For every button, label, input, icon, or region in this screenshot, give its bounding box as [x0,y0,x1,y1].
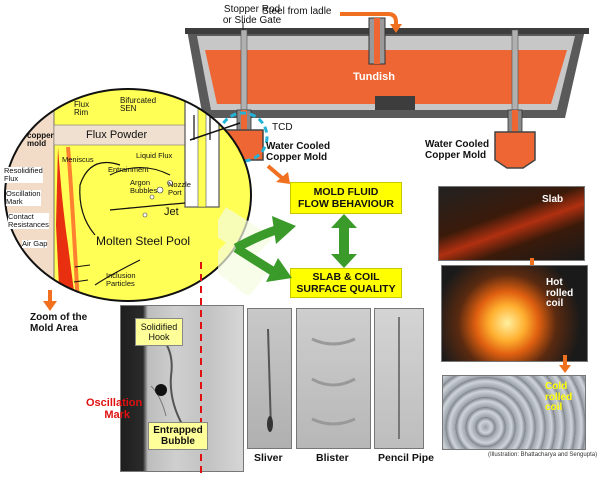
zoom-callout-line [189,122,241,141]
cold-rolled-coil-photo: Cold rolled coil [442,375,586,450]
contact-resistances-label: Contact Resistances [8,212,49,229]
double-arrow [331,214,357,268]
mold-flow-box: MOLD FLUID FLOW BEHAVIOUR [290,182,402,214]
tundish-diagram [185,17,589,169]
inclusion-particles-label: Inclusion Particles [106,271,136,288]
mold-to-flow-arrow [266,164,290,184]
stopper-rod-right [511,29,519,111]
nozzle-port-label: Nozzle Port [168,180,191,197]
meniscus-label: Meniscus [62,155,94,164]
liquid-flux-label: Liquid Flux [136,151,173,160]
flux-rim-label: Flux Rim [74,100,90,118]
sliver-label: Sliver [254,452,283,464]
mold-right [494,131,536,169]
zoom-down-arrow [43,290,57,311]
water-mold-right-label: Water Cooled Copper Mold [425,139,490,161]
air-gap-label: Air Gap [22,239,48,248]
sliver-photo [247,308,292,449]
jet-label: Jet [164,206,179,218]
solidified-hook-label: Solidified Hook [135,318,183,346]
slab-photo: Slab [438,186,585,261]
hot-rolled-coil-label: Hot rolled coil [546,277,574,309]
cold-rolled-coil-label: Cold rolled coil [545,381,573,413]
tundish-label: Tundish [353,71,395,83]
entrapped-bubble-label: Entrapped Bubble [148,422,208,450]
blister-photo [296,308,371,449]
blister-label: Blister [316,452,349,464]
pencil-pipe-photo [374,308,424,449]
tcd-label: TCD [272,122,293,133]
ladle-label: Steel from ladle [262,6,332,17]
slab-label: Slab [542,194,564,205]
pencil-pipe-label: Pencil Pipe [378,452,435,464]
tundish-top-rim [185,28,589,34]
stopper-label: Stopper Rod or Slide Gate [222,4,282,26]
bifurcated-sen-label: Bifurcated SEN [120,96,157,114]
green-branch-arrows [218,207,296,295]
zoom-caption: Zoom of the Mold Area [30,312,88,334]
hot-rolled-coil-photo: Hot rolled coil [441,265,588,362]
flux-powder-label: Flux Powder [86,129,148,141]
ladle-arrow [340,12,402,33]
argon-bubbles-label: Argon Bubbles [130,178,158,195]
coil-down-arrow [559,355,571,373]
entrapped-bubble-mark [155,384,167,396]
oscillation-mark-label: Oscillation Mark [86,397,143,421]
surface-quality-box: SLAB & COIL SURFACE QUALITY [290,268,402,298]
illustration-credit: (Illustration: Bhattacharya and Sengupta… [488,452,598,458]
entrainment-label: Entrainment [108,165,149,174]
resolidified-flux-label: Resolidified Flux [4,166,43,183]
tundish-steel [205,50,567,104]
copper-mold-label: copper mold [27,131,54,149]
oscillation-mark-zoom-label: Oscillation Mark [6,189,41,206]
solidified-shell [56,147,76,301]
mold-zoom-circle [4,88,252,302]
water-mold-left-label: Water Cooled Copper Mold [266,141,331,163]
molten-steel-pool-label: Molten Steel Pool [96,234,191,248]
